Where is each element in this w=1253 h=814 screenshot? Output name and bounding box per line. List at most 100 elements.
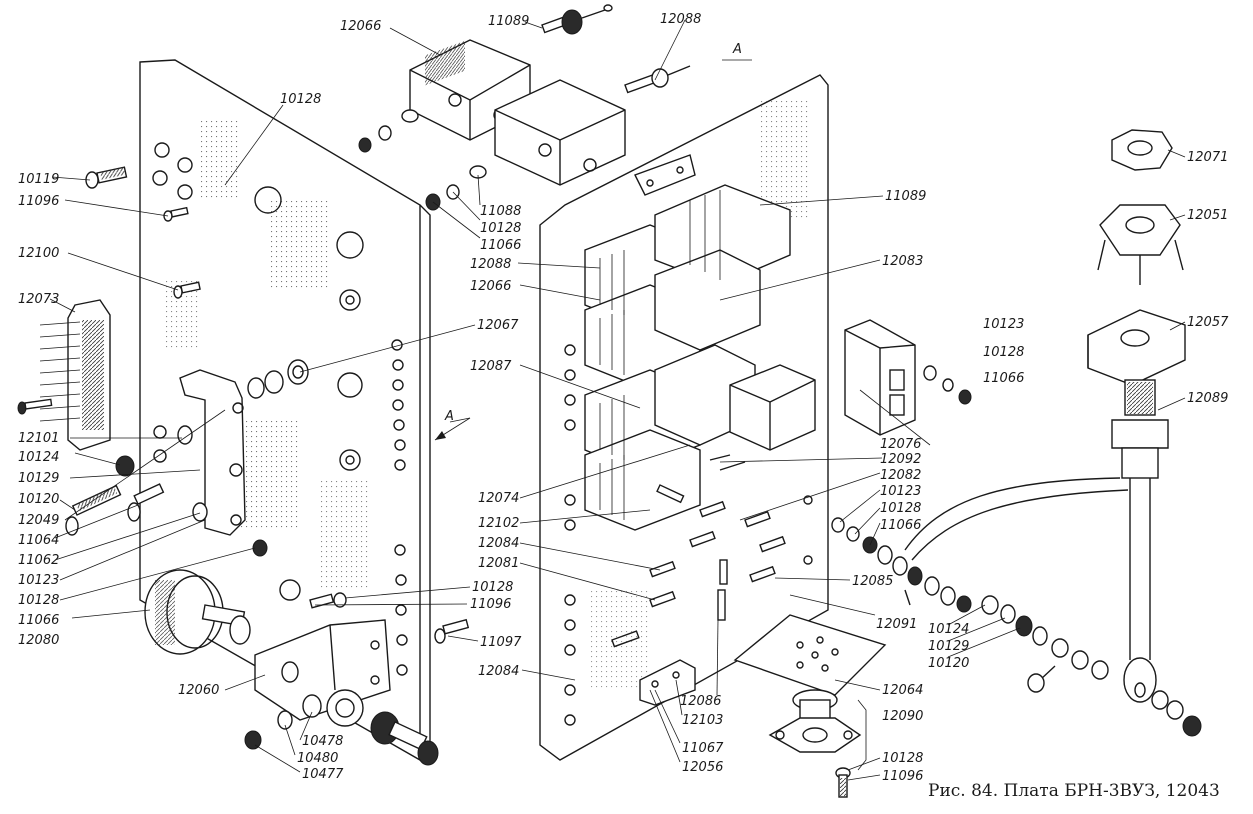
connector-12073 (39, 299, 111, 451)
nut-10477 (244, 730, 262, 750)
part-label: 12064 (882, 683, 923, 698)
small-parts-top (358, 109, 487, 211)
washer-chain (831, 517, 1202, 737)
part-label: 11089 (488, 14, 529, 29)
part-label: 12090 (882, 709, 923, 724)
screw-10119 (85, 166, 128, 189)
part-label: 10123 (880, 484, 921, 499)
screw-11096-bottom (835, 767, 851, 798)
heatsink-12066-second (494, 79, 626, 186)
part-label: 12084 (478, 664, 519, 679)
cable-terminal-12089 (904, 379, 1169, 703)
view-arrow-a: A (434, 409, 471, 441)
part-label: 12084 (478, 536, 519, 551)
diode-array (611, 454, 786, 648)
screw-10128-bottom (309, 592, 347, 609)
part-label: 12091 (876, 617, 917, 632)
leader-lines (49, 19, 1186, 781)
part-label: 12074 (478, 491, 519, 506)
part-label: 10128 (880, 501, 921, 516)
part-label: 12082 (880, 468, 921, 483)
part-label: 11088 (480, 204, 521, 219)
spacer-stack (247, 359, 309, 399)
part-label: 11096 (882, 769, 923, 784)
nut-12071 (1111, 129, 1173, 171)
part-label: 11066 (480, 238, 521, 253)
part-label: 11089 (885, 189, 926, 204)
bracket-top-right (634, 154, 696, 196)
part-label: 11066 (880, 518, 921, 533)
part-label: 10123 (983, 317, 1024, 332)
part-label: 12088 (470, 257, 511, 272)
part-label: 11064 (18, 533, 59, 548)
part-label: 12103 (682, 713, 723, 728)
sensor-bracket-12064 (733, 614, 887, 696)
part-label: 12101 (18, 431, 59, 446)
view-marker-top: A (732, 42, 742, 57)
part-label: 12071 (1187, 150, 1228, 165)
part-label: 12102 (478, 516, 519, 531)
part-label: 11096 (470, 597, 511, 612)
part-label: 12049 (18, 513, 59, 528)
part-label: 10128 (472, 580, 513, 595)
part-label: 10129 (928, 639, 969, 654)
nut-11066-left (252, 539, 268, 557)
sensor-12090 (768, 689, 862, 753)
part-label: 12081 (478, 556, 519, 571)
part-label: 10128 (983, 345, 1024, 360)
washer-10123-left (192, 502, 208, 522)
washer-10128-relay (942, 378, 954, 392)
relay-box (729, 364, 816, 451)
screw-11097 (434, 618, 470, 644)
part-label: 12086 (680, 694, 721, 709)
nut-11066-relay (958, 389, 972, 405)
part-label: 12051 (1187, 208, 1228, 223)
part-label: 12100 (18, 246, 59, 261)
part-label: 10120 (928, 656, 969, 671)
part-label: 11066 (18, 613, 59, 628)
part-label: 10478 (302, 734, 343, 749)
part-label: 11067 (682, 741, 724, 756)
potentiometer-12080 (144, 569, 251, 655)
clip-12051 (1097, 204, 1184, 285)
part-label: 11096 (18, 194, 59, 209)
part-label: 11062 (18, 553, 59, 568)
part-label: 12076 (880, 437, 921, 452)
bracket-12067 (179, 369, 246, 536)
figure-caption: Рис. 84. Плата БРН-3ВУЗ, 12043 (928, 781, 1220, 801)
part-label: 10128 (882, 751, 923, 766)
part-label: 12066 (470, 279, 511, 294)
part-label: 12083 (882, 254, 923, 269)
washer-10123-relay (923, 365, 937, 381)
part-label: 10480 (297, 751, 338, 766)
part-label: 12067 (477, 318, 519, 333)
part-label: 12080 (18, 633, 59, 648)
terminal-bolt (370, 711, 439, 766)
part-label: 10128 (18, 593, 59, 608)
part-label: 10119 (18, 172, 59, 187)
bracket-12103 (639, 659, 696, 706)
relay-12076 (844, 319, 916, 436)
lock-washer (326, 689, 364, 727)
nut-10129 (115, 455, 135, 477)
thyristor-11089-top (541, 4, 613, 35)
part-label: 12066 (340, 19, 381, 34)
bracket-12057 (1087, 309, 1186, 386)
part-label: 10128 (280, 92, 321, 107)
part-label: 12057 (1187, 315, 1229, 330)
heatsink-stack (584, 184, 791, 531)
part-label: 10123 (18, 573, 59, 588)
screw-12049 (65, 484, 122, 536)
part-label: 12087 (470, 359, 512, 374)
part-label: 12088 (660, 12, 701, 27)
part-label: 10124 (18, 450, 59, 465)
screw-11096-left (163, 206, 189, 222)
view-marker-side: A (444, 409, 454, 424)
part-label: 11066 (983, 371, 1024, 386)
washer-10478 (302, 694, 322, 718)
board-rear-panel (139, 59, 431, 762)
part-label: 10477 (302, 767, 344, 782)
part-label: 10129 (18, 471, 59, 486)
part-label: 11097 (480, 635, 522, 650)
